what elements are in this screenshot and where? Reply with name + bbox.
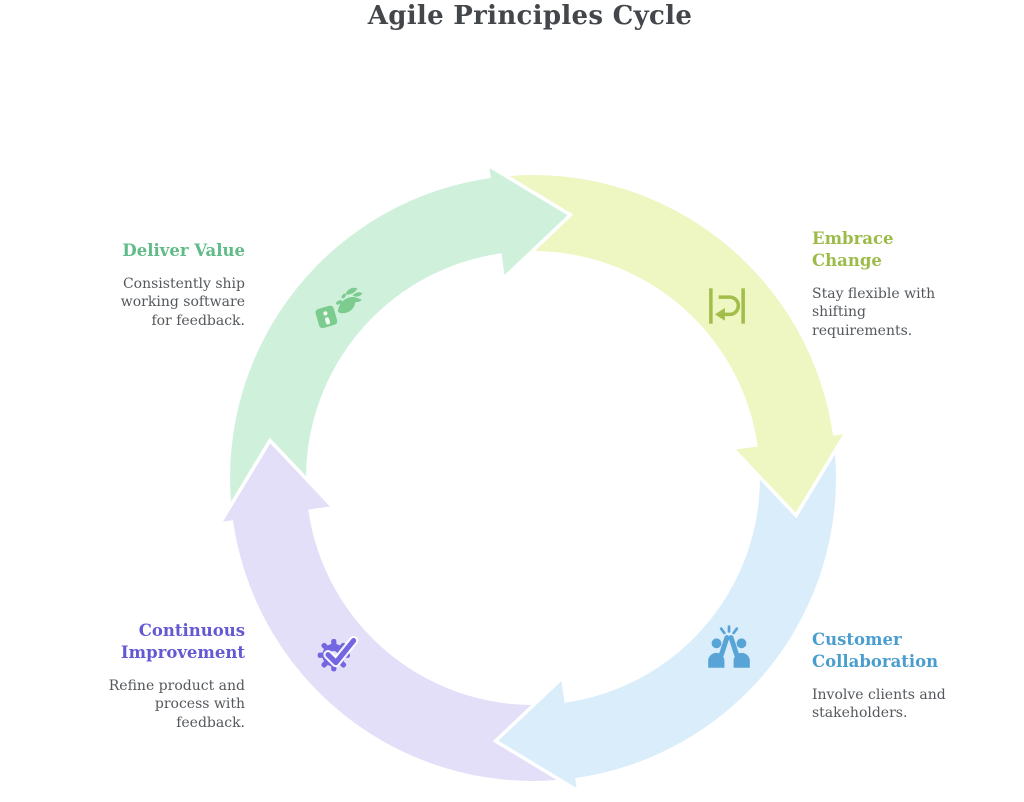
segment-text-deliver-value: Deliver Value Consistently ship working …	[55, 240, 245, 331]
segment-heading-embrace-change: Embrace Change	[812, 229, 894, 270]
segment-description-customer-collaboration: Involve clients and stakeholders.	[812, 686, 946, 722]
arrow-deliver-value	[489, 168, 568, 275]
segment-heading-continuous-improvement: Continuous Improvement	[120, 621, 245, 662]
segment-text-customer-collaboration: Customer Collaboration Involve clients a…	[812, 629, 1002, 723]
repeat-arrow-icon	[702, 281, 752, 331]
arc-embrace-change	[506, 175, 834, 449]
dove-delivery-icon	[313, 283, 363, 333]
segment-text-embrace-change: Embrace Change Stay flexible with shifti…	[812, 228, 1002, 340]
arrow-continuous-improvement	[223, 443, 330, 522]
segment-description-deliver-value: Consistently ship working software for f…	[120, 275, 245, 329]
arc-deliver-value	[230, 177, 504, 505]
dove-delivery-glyph	[315, 287, 362, 329]
gear-check-icon	[314, 625, 364, 675]
segment-heading-deliver-value: Deliver Value	[122, 241, 245, 260]
repeat-arrow-glyph	[709, 288, 745, 325]
arrow-customer-collaboration	[498, 681, 577, 788]
high-five-glyph	[707, 625, 750, 668]
segment-description-continuous-improvement: Refine product and process with feedback…	[108, 677, 245, 731]
segment-heading-customer-collaboration: Customer Collaboration	[812, 630, 939, 671]
gear-check-glyph	[317, 635, 359, 671]
arrow-embrace-change	[736, 434, 843, 513]
arc-continuous-improvement	[232, 507, 560, 781]
arc-customer-collaboration	[562, 451, 836, 779]
segment-text-continuous-improvement: Continuous Improvement Refine product an…	[55, 620, 245, 732]
page-title: Agile Principles Cycle	[367, 1, 693, 31]
segment-description-embrace-change: Stay flexible with shifting requirements…	[812, 285, 936, 339]
high-five-icon	[704, 623, 754, 673]
